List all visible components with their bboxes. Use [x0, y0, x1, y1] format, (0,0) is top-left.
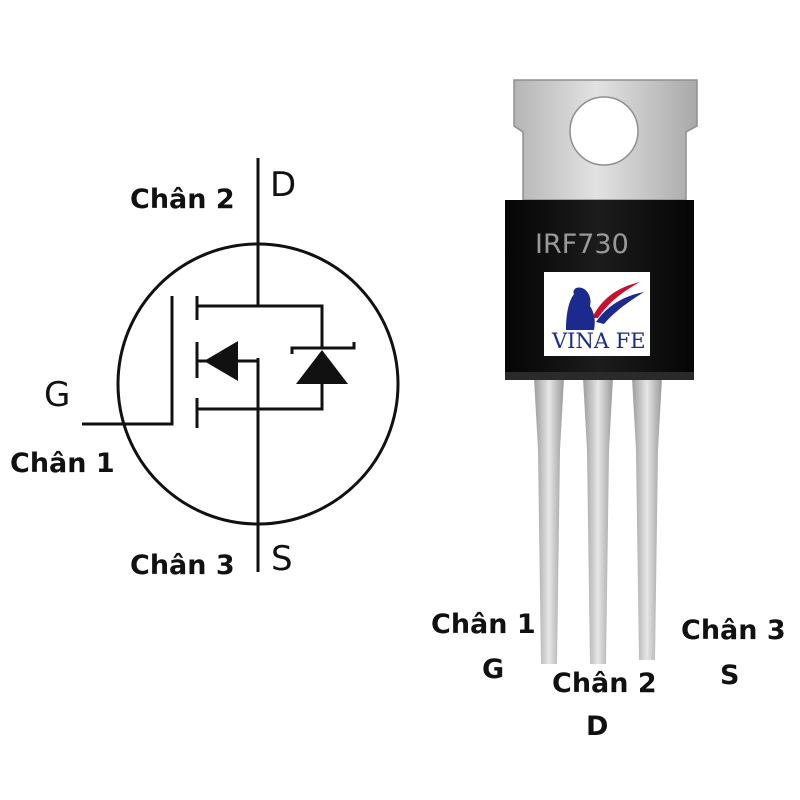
package-pin1-letter: G	[482, 654, 504, 685]
source-bus	[197, 384, 324, 411]
zener-bar	[290, 342, 356, 354]
body-arrow-icon	[204, 341, 238, 381]
logo-wing-blue-icon	[596, 292, 644, 324]
package-pin2-label: Chân 2	[552, 668, 657, 699]
gate-lead	[82, 296, 174, 426]
brand-name: VINA FE	[551, 329, 646, 353]
mounting-hole	[569, 96, 639, 166]
drain-bus	[197, 304, 324, 348]
logo-horse-icon	[566, 287, 595, 330]
package-pin3-letter: S	[720, 660, 739, 691]
schematic-pin1-label: Chân 1	[10, 448, 115, 479]
body-bottom-edge	[505, 372, 694, 380]
schematic-pin3-label: Chân 3	[130, 550, 235, 581]
lead-3	[632, 378, 662, 660]
diode-triangle-icon	[296, 350, 348, 384]
package-pin2-letter: D	[586, 711, 608, 742]
to220-package: IRF730 VINA FE	[505, 79, 698, 664]
drain-letter: D	[270, 165, 296, 205]
package-pin3-label: Chân 3	[681, 615, 786, 646]
lead-2	[583, 378, 613, 664]
gate-letter: G	[44, 375, 70, 415]
logo-wing-red-icon	[592, 282, 640, 318]
brand-logo: VINA FE	[544, 272, 650, 356]
schematic-pin2-label: Chân 2	[130, 184, 235, 215]
source-letter: S	[271, 539, 293, 579]
package-pin1-label: Chân 1	[431, 609, 536, 640]
mosfet-schematic	[82, 158, 400, 572]
part-number: IRF730	[535, 229, 629, 260]
lead-1	[534, 378, 564, 664]
